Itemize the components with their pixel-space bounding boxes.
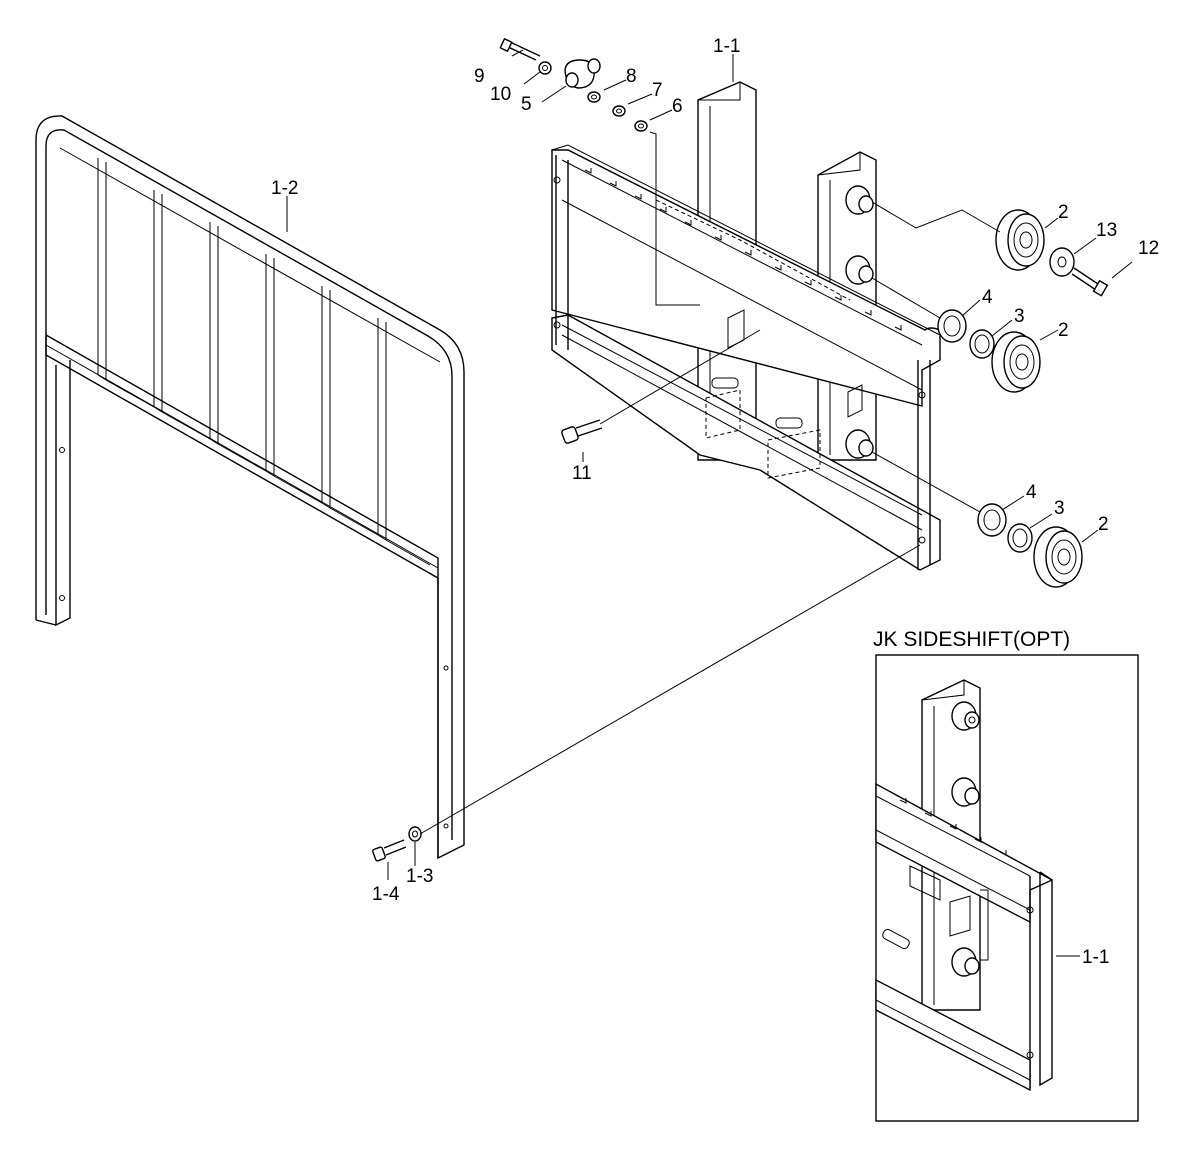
hardware-top [499,37,648,132]
callout-7: 7 [652,80,663,101]
stud-lower [845,429,874,459]
callout-1-1-inset: 1-1 [1082,947,1109,968]
roller-top [995,209,1045,271]
load-backrest [35,115,465,860]
bolt-1-4 [372,839,407,862]
inset-title: JK SIDESHIFT(OPT) [873,628,1070,651]
washer-3-mid [969,329,995,359]
washer-4-low [977,503,1007,537]
callout-11: 11 [572,463,592,484]
callout-10: 10 [490,84,511,105]
callout-1-4: 1-4 [372,884,400,905]
bolt-12 [1071,267,1109,297]
callout-4-low: 4 [1026,482,1037,503]
callout-3-low: 3 [1054,498,1065,519]
callout-1-1-top: 1-1 [713,36,740,57]
callout-3-mid: 3 [1014,306,1025,327]
callout-2-mid: 2 [1058,320,1069,341]
washer-1-3 [408,826,422,842]
callout-2-low: 2 [1098,514,1109,535]
inset-carriage [875,679,1054,1092]
callout-5: 5 [521,94,532,115]
callout-1-3: 1-3 [406,866,433,887]
callout-12: 12 [1138,238,1159,259]
callout-1-2: 1-2 [271,178,298,199]
washer-13 [1049,247,1075,277]
inset-jk-sideshift: JK SIDESHIFT(OPT) [873,628,1139,1122]
callout-6: 6 [672,96,683,117]
callout-13: 13 [1096,220,1117,241]
leader-lines [286,49,1133,880]
washer-4-mid [937,309,967,343]
bolt-11 [561,419,603,444]
roller-mid [991,331,1041,393]
carriage [551,81,941,571]
inset-frame [875,654,1139,1122]
callout-labels: 1-1 1-2 9 10 5 8 7 6 2 13 12 4 3 2 11 4 … [271,36,1159,905]
callout-9: 9 [474,66,485,87]
callout-8: 8 [626,66,637,87]
washer-3-low [1007,523,1033,553]
stud-upper [845,185,874,215]
callout-4-mid: 4 [982,287,993,308]
stud-middle [845,255,874,285]
roller-low [1033,526,1083,588]
callout-2-top: 2 [1058,202,1069,223]
